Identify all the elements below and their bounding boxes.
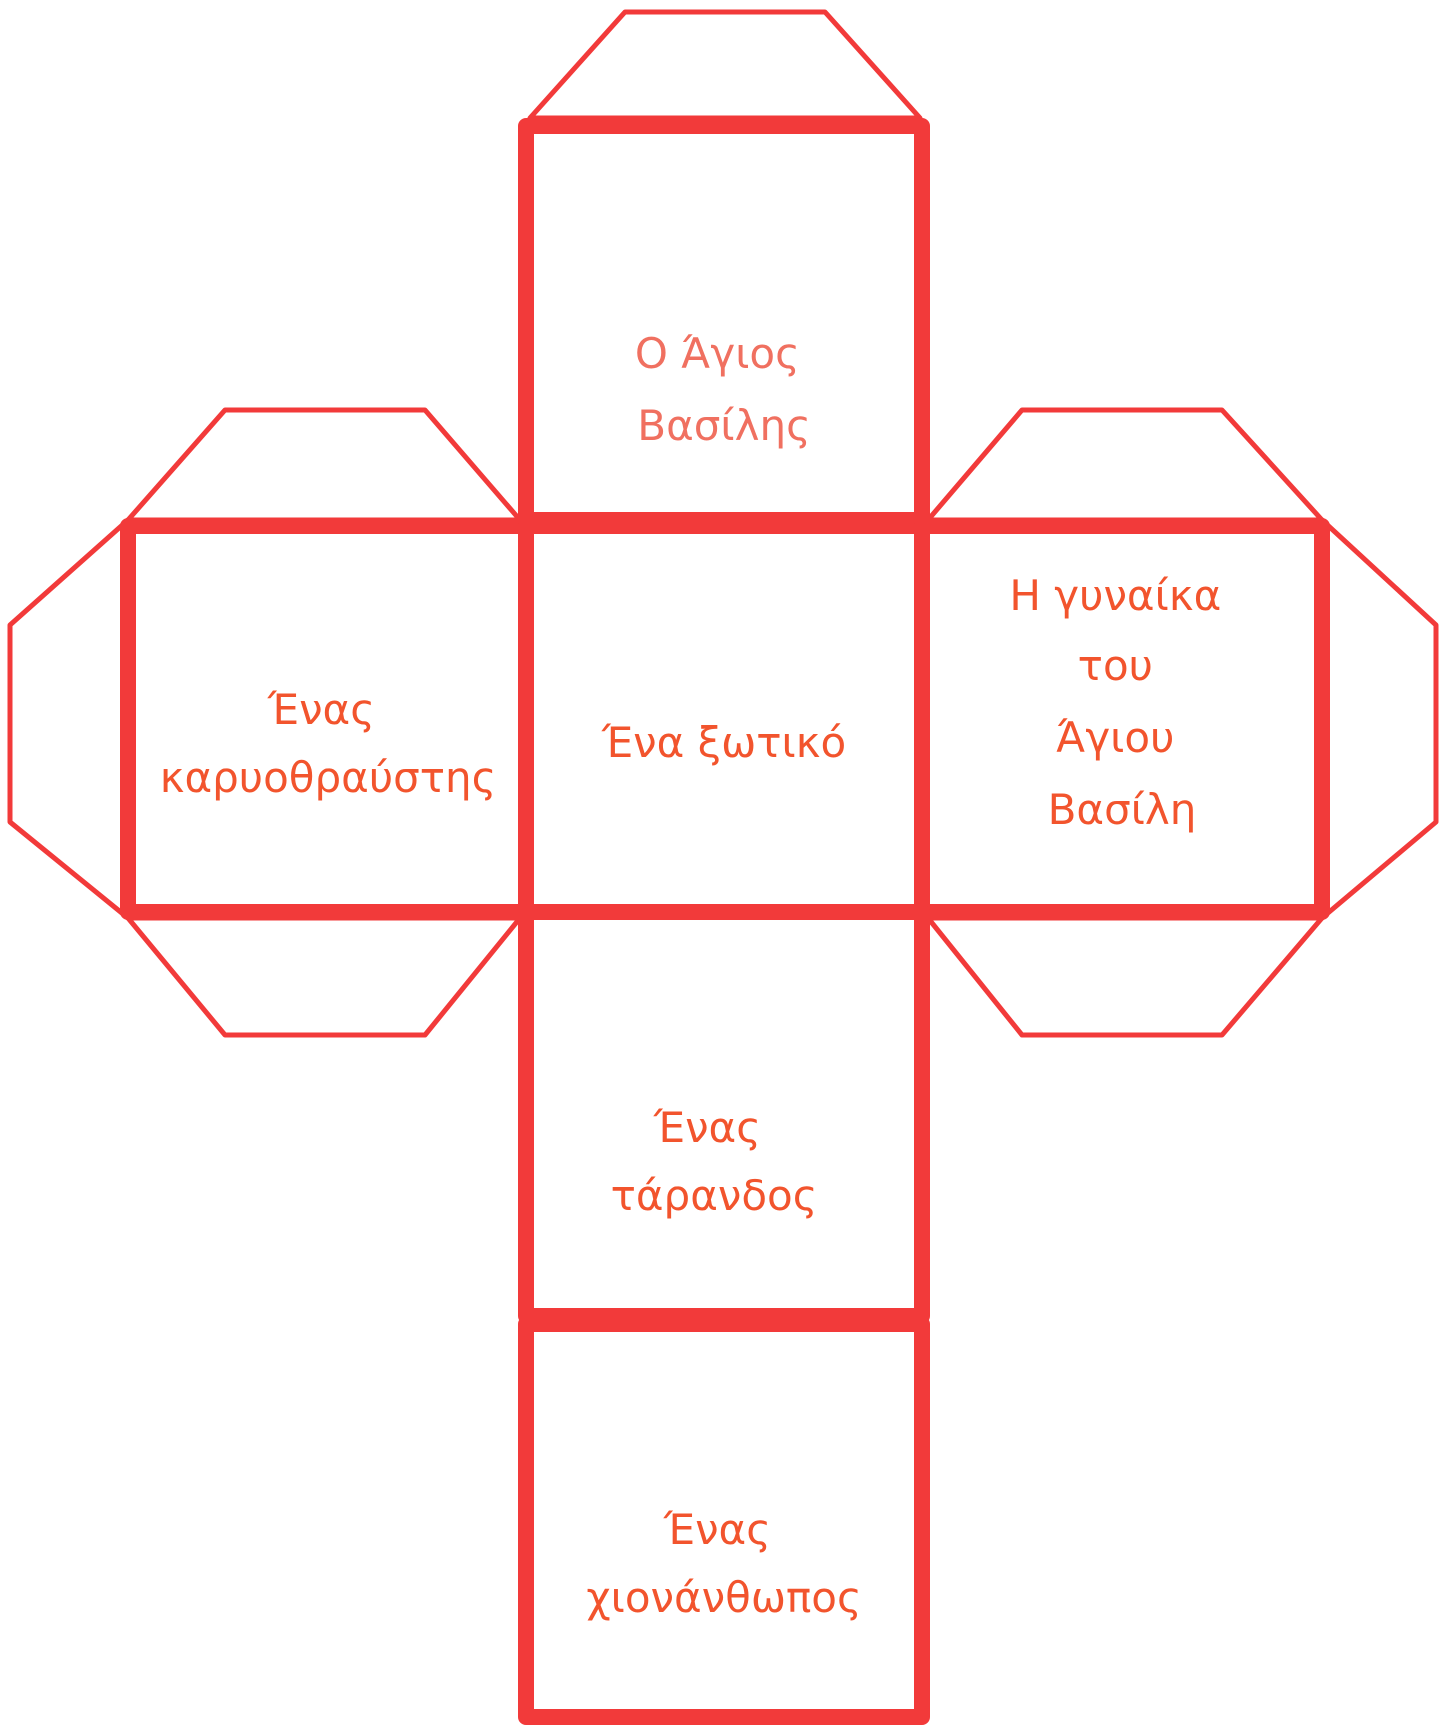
cube-faces (120, 118, 1330, 1725)
face-lower-line-2: τάρανδος (611, 1171, 818, 1220)
face-lower-label: Ένας τάρανδος (611, 1103, 818, 1220)
flap-left-top (125, 407, 523, 523)
flap-right-top (925, 407, 1325, 523)
face-top-frame (518, 118, 930, 528)
face-right-line-3: Άγιου (1056, 713, 1174, 762)
face-right-line-1: Η γυναίκα (1009, 571, 1221, 620)
face-right-label: Η γυναίκα του Άγιου Βασίλη (1009, 571, 1234, 834)
face-lower-line-1: Ένας (653, 1103, 761, 1152)
face-bottom-line-1: Ένας (663, 1505, 771, 1554)
flap-left-side (7, 517, 131, 921)
face-top-line-2: Βασίλης (637, 401, 810, 450)
face-center-label: Ένα ξωτικό (601, 718, 846, 767)
face-right-frame (914, 518, 1330, 920)
glue-flaps (7, 9, 1439, 1038)
flap-top (527, 9, 923, 121)
face-left-line-1: Ένας (267, 685, 375, 734)
face-center-line-1: Ένα ξωτικό (601, 718, 846, 767)
face-top-label: Ο Άγιος Βασίλης (635, 329, 813, 450)
face-left-line-2: καρυοθραύστης (160, 753, 497, 802)
flap-right-bottom (925, 915, 1325, 1038)
face-bottom-frame (518, 1316, 930, 1725)
face-left-label: Ένας καρυοθραύστης (160, 685, 497, 802)
face-bottom-line-2: χιονάνθωπος (586, 1573, 861, 1622)
face-top-line-1: Ο Άγιος (635, 329, 800, 378)
face-right-line-4: Βασίλη (1048, 785, 1197, 834)
face-labels: Ο Άγιος Βασίλης Ένας καρυοθραύστης Ένα ξ… (160, 329, 1234, 1622)
flap-right-side (1319, 517, 1439, 921)
face-right-line-2: του (1078, 641, 1153, 690)
flap-left-bottom (125, 915, 523, 1038)
face-bottom-label: Ένας χιονάνθωπος (586, 1505, 861, 1622)
